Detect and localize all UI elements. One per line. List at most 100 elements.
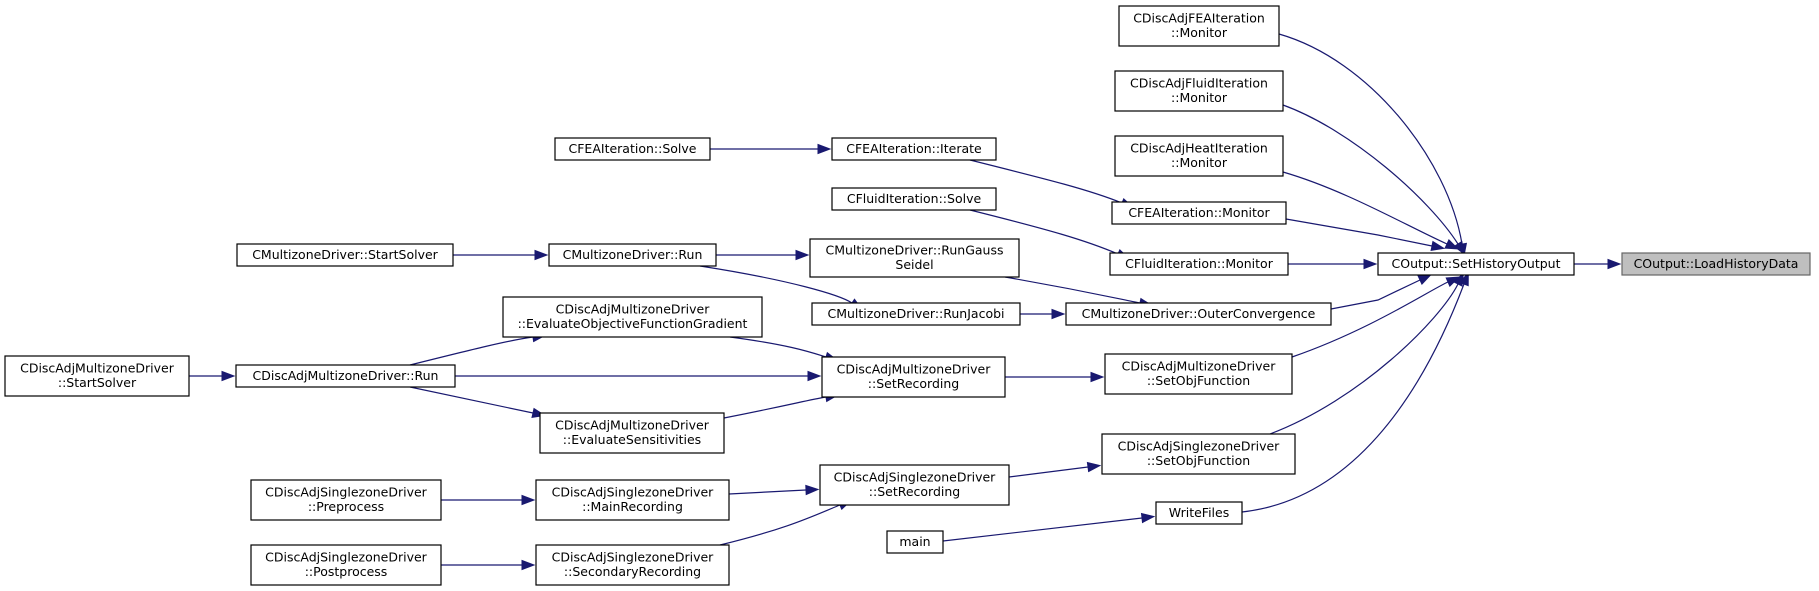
node-box — [1377, 252, 1575, 276]
node-label: ::SetRecording — [868, 376, 959, 391]
node-box — [821, 356, 1006, 398]
node-write-files[interactable]: WriteFiles — [1155, 501, 1243, 525]
edge-line — [409, 386, 534, 414]
node-label: CFluidIteration::Monitor — [1125, 256, 1274, 271]
node-fea-solve[interactable]: CFEAIteration::Solve — [554, 137, 711, 161]
node-main[interactable]: main — [886, 530, 944, 554]
node-fea-monitor[interactable]: CFEAIteration::Monitor — [1111, 201, 1287, 225]
node-label: ::SetObjFunction — [1147, 453, 1250, 468]
node-da-sz-postprocess[interactable]: CDiscAdjSinglezoneDriver::Postprocess — [250, 544, 442, 586]
node-fluid-solve[interactable]: CFluidIteration::Solve — [831, 187, 997, 211]
node-da-sz-set-recording[interactable]: CDiscAdjSinglezoneDriver::SetRecording — [819, 464, 1010, 506]
node-label: CDiscAdjMultizoneDriver — [837, 362, 992, 377]
edge-line — [1282, 104, 1459, 245]
node-box — [1621, 252, 1811, 276]
node-label: ::SecondaryRecording — [564, 564, 701, 579]
edge-line — [1282, 171, 1448, 245]
node-box — [1118, 5, 1280, 47]
node-box — [502, 296, 763, 338]
node-box — [1114, 70, 1284, 112]
node-box — [809, 238, 1020, 278]
node-da-mz-run[interactable]: CDiscAdjMultizoneDriver::Run — [235, 364, 456, 388]
node-da-sz-main-recording[interactable]: CDiscAdjSinglezoneDriver::MainRecording — [535, 479, 730, 521]
node-fluid-monitor[interactable]: CFluidIteration::Monitor — [1109, 252, 1289, 276]
node-da-mz-eval-obj-grad[interactable]: CDiscAdjMultizoneDriver::EvaluateObjecti… — [502, 296, 763, 338]
node-label: CFEAIteration::Solve — [569, 141, 697, 156]
node-mz-start-solver[interactable]: CMultizoneDriver::StartSolver — [236, 243, 454, 267]
edge-fluid_monitor-to-set_history_output — [1288, 258, 1378, 270]
node-da-sz-preprocess[interactable]: CDiscAdjSinglezoneDriver::Preprocess — [250, 479, 442, 521]
arrowhead — [1453, 240, 1466, 256]
node-da-mz-start-solver[interactable]: CDiscAdjMultizoneDriver::StartSolver — [4, 355, 190, 397]
node-da-mz-set-obj[interactable]: CDiscAdjMultizoneDriver::SetObjFunction — [1104, 353, 1293, 395]
node-label: ::StartSolver — [58, 375, 137, 390]
edge-layer — [189, 33, 1622, 571]
node-label: CDiscAdjSinglezoneDriver — [265, 485, 428, 500]
arrowhead — [1140, 512, 1156, 524]
edge-disc_adj_heat_monitor-to-set_history_output — [1282, 171, 1460, 250]
arrowhead — [795, 249, 810, 261]
arrowhead — [1086, 461, 1102, 473]
node-da-sz-set-obj[interactable]: CDiscAdjSinglezoneDriver::SetObjFunction — [1101, 433, 1296, 475]
node-label: ::SetRecording — [869, 484, 960, 499]
node-outer-convergence[interactable]: CMultizoneDriver::OuterConvergence — [1065, 302, 1332, 326]
node-label: ::SetObjFunction — [1147, 373, 1250, 388]
edge-outer_convergence-to-set_history_output — [1330, 274, 1433, 310]
edge-line — [942, 517, 1143, 542]
edge-line — [1004, 276, 1141, 304]
node-set-history-output[interactable]: COutput::SetHistoryOutput — [1377, 252, 1575, 276]
node-label: CDiscAdjSinglezoneDriver — [834, 470, 997, 485]
node-label: CMultizoneDriver::RunGauss — [825, 243, 1003, 258]
node-load-history-data[interactable]: COutput::LoadHistoryData — [1621, 252, 1811, 276]
node-label: main — [899, 534, 930, 549]
node-box — [554, 137, 711, 161]
node-label: ::EvaluateSensitivities — [563, 432, 701, 447]
node-label: CMultizoneDriver::OuterConvergence — [1082, 306, 1316, 321]
node-label: CMultizoneDriver::RunJacobi — [827, 306, 1004, 321]
node-label: CDiscAdjMultizoneDriver — [20, 361, 175, 376]
edge-mz_start_solver-to-mz_run — [453, 249, 549, 261]
node-box — [831, 137, 997, 161]
node-label: CDiscAdjMultizoneDriver — [556, 302, 711, 317]
node-da-mz-set-recording[interactable]: CDiscAdjMultizoneDriver::SetRecording — [821, 356, 1006, 398]
node-label: WriteFiles — [1169, 505, 1229, 520]
node-da-sz-secondary-recording[interactable]: CDiscAdjSinglezoneDriver::SecondaryRecor… — [535, 544, 730, 586]
node-label: Seidel — [895, 257, 933, 272]
node-label: ::MainRecording — [582, 499, 683, 514]
arrowhead — [534, 249, 549, 261]
edge-mz_run-to-mz_run_gauss_seidel — [716, 249, 810, 261]
edge-line — [699, 265, 853, 304]
edge-da_mz_run-to-da_mz_eval_sens — [409, 386, 547, 419]
edge-write_files-to-set_history_output — [1241, 271, 1469, 513]
node-box — [548, 243, 717, 267]
edge-line — [1330, 279, 1421, 310]
node-label: CFluidIteration::Solve — [847, 191, 982, 206]
node-label: ::Monitor — [1171, 90, 1228, 105]
edge-da_sz_postprocess-to-da_sz_secondary_recording — [441, 559, 536, 571]
edge-line — [409, 336, 534, 366]
node-mz-run[interactable]: CMultizoneDriver::Run — [548, 243, 717, 267]
node-label: CDiscAdjSinglezoneDriver — [552, 485, 715, 500]
node-fea-iterate[interactable]: CFEAIteration::Iterate — [831, 137, 997, 161]
node-box — [1065, 302, 1332, 326]
edge-line — [723, 396, 827, 419]
node-label: CMultizoneDriver::Run — [563, 247, 703, 262]
node-label: CDiscAdjSinglezoneDriver — [552, 550, 715, 565]
edge-da_mz_start_solver-to-da_mz_run — [189, 370, 236, 382]
edge-main-to-write_files — [942, 512, 1156, 542]
node-mz-run-jacobi[interactable]: CMultizoneDriver::RunJacobi — [811, 302, 1021, 326]
node-disc-adj-fluid-monitor[interactable]: CDiscAdjFluidIteration::Monitor — [1114, 70, 1284, 112]
node-box — [539, 412, 725, 454]
node-box — [4, 355, 190, 397]
node-label: CDiscAdjMultizoneDriver — [1122, 359, 1277, 374]
arrowhead — [1458, 271, 1469, 287]
node-disc-adj-fea-monitor[interactable]: CDiscAdjFEAIteration::Monitor — [1118, 5, 1280, 47]
node-label: CMultizoneDriver::StartSolver — [252, 247, 438, 262]
node-disc-adj-heat-monitor[interactable]: CDiscAdjHeatIteration::Monitor — [1114, 135, 1284, 177]
node-label: CFEAIteration::Monitor — [1128, 205, 1270, 220]
edge-mz_run_jacobi-to-outer_convergence — [1020, 308, 1066, 320]
edge-line — [1269, 283, 1459, 435]
node-da-mz-eval-sens[interactable]: CDiscAdjMultizoneDriver::EvaluateSensiti… — [539, 412, 725, 454]
arrowhead — [807, 370, 822, 382]
